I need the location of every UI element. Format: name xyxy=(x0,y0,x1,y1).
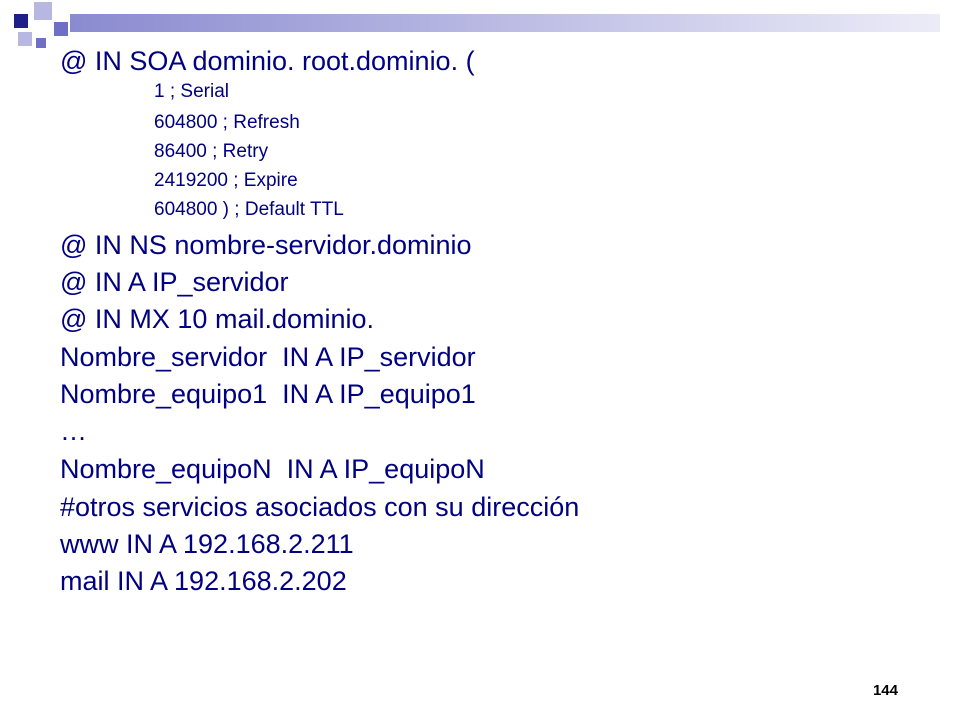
deco-square-mid-lower xyxy=(36,38,46,48)
mx-record-line: @ IN MX 10 mail.dominio. xyxy=(60,304,375,334)
comment-line: #otros servicios asociados con su direcc… xyxy=(60,492,580,522)
servidor-record-line: Nombre_servidor IN A IP_servidor xyxy=(60,342,476,372)
ns-record-line: @ IN NS nombre-servidor.dominio xyxy=(60,230,472,260)
deco-square-light xyxy=(34,2,52,20)
equipo1-record-line: Nombre_equipo1 IN A IP_equipo1 xyxy=(60,379,476,409)
serial-line: 1 ; Serial xyxy=(154,81,229,102)
mail-record-line: mail IN A 192.168.2.202 xyxy=(60,566,347,596)
default-ttl-line: 604800 ) ; Default TTL xyxy=(154,199,344,220)
expire-line: 2419200 ; Expire xyxy=(154,170,298,191)
ellipsis-line: … xyxy=(60,416,87,446)
a-record-line: @ IN A IP_servidor xyxy=(60,267,289,297)
deco-square-light-lower xyxy=(18,32,32,46)
www-record-line: www IN A 192.168.2.211 xyxy=(60,529,354,559)
refresh-line: 604800 ; Refresh xyxy=(154,112,300,133)
deco-square-mid xyxy=(54,22,68,36)
header-gradient-bar xyxy=(70,14,940,32)
page-number: 144 xyxy=(872,682,898,699)
soa-record-line: @ IN SOA dominio. root.dominio. ( xyxy=(60,46,475,76)
equipon-record-line: Nombre_equipoN IN A IP_equipoN xyxy=(60,454,485,484)
retry-line: 86400 ; Retry xyxy=(154,141,269,162)
deco-square-dark xyxy=(14,14,28,28)
